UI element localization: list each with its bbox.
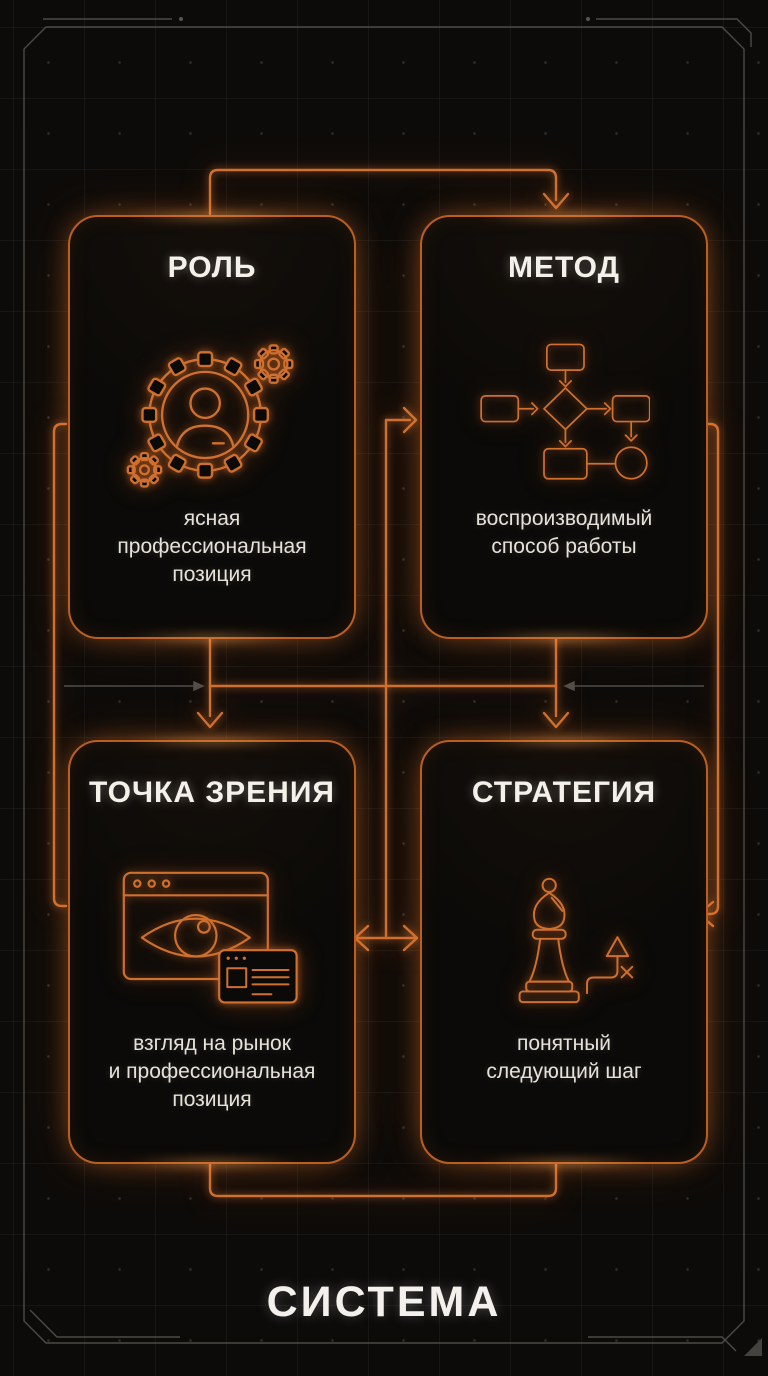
left-down-arrowhead: [196, 711, 224, 729]
card-viewpoint-description: взгляд на рынок и профессиональная позиц…: [108, 1032, 316, 1112]
center-line-arrow-to-method: [384, 418, 412, 938]
person-gear-icon: [70, 313, 354, 513]
frame-dot-left: [179, 17, 183, 21]
card-strategy-description: понятный следующий шаг: [486, 1032, 642, 1084]
x-mark: [620, 965, 634, 979]
browser-eye-icon: [70, 838, 354, 1038]
frame-accent-bottom-left: [29, 1309, 180, 1338]
small-gear-top-right: [253, 344, 294, 384]
side-tick-right-arrowhead: [563, 680, 575, 692]
double-arrow-right-head: [402, 924, 419, 952]
side-tick-left-arrowhead: [193, 680, 205, 692]
top-arrowhead-down: [542, 192, 570, 210]
frame-dot-right: [586, 17, 590, 21]
frame-accent-bottom-right: [588, 1336, 737, 1352]
card-role-title: РОЛЬ: [167, 251, 257, 284]
chess-bishop: [518, 877, 580, 1004]
bottom-u-link: [208, 1160, 558, 1198]
card-method-description: воспроизводимый способ работы: [475, 507, 653, 559]
frame-outline: [23, 26, 745, 1344]
bent-arrow-up: [586, 936, 630, 995]
person-gear-main-gear: [141, 351, 269, 479]
frame-accent-top-right: [596, 18, 752, 47]
flowchart-icon: [422, 313, 706, 513]
overlay-card: [218, 948, 298, 1003]
center-right-arrowhead: [402, 406, 418, 434]
card-method: МЕТОД воспроизводимый: [420, 215, 708, 639]
card-strategy: СТРАТЕГИЯ: [420, 740, 708, 1164]
system-title: СИСТЕМА: [266, 1278, 502, 1326]
role-to-method-top-arrow: [208, 168, 558, 216]
card-viewpoint: ТОЧКА ЗРЕНИЯ: [68, 740, 356, 1164]
frame-corner-triangle: [744, 1338, 762, 1356]
card-role-description: ясная профессиональная позиция: [117, 507, 307, 587]
chess-strategy-icon: [422, 838, 706, 1038]
eye-shape: [140, 913, 251, 958]
right-down-arrowhead: [542, 711, 570, 729]
card-method-title: МЕТОД: [508, 251, 620, 284]
left-bracket-link: [52, 422, 68, 908]
card-role: РОЛЬ: [68, 215, 356, 639]
small-gear-bottom-left: [126, 451, 163, 488]
person-silhouette: [174, 387, 236, 458]
card-viewpoint-title: ТОЧКА ЗРЕНИЯ: [89, 776, 335, 809]
browser-window: [122, 871, 269, 980]
right-bracket-arrow: [700, 422, 720, 916]
card-strategy-title: СТРАТЕГИЯ: [471, 776, 657, 809]
